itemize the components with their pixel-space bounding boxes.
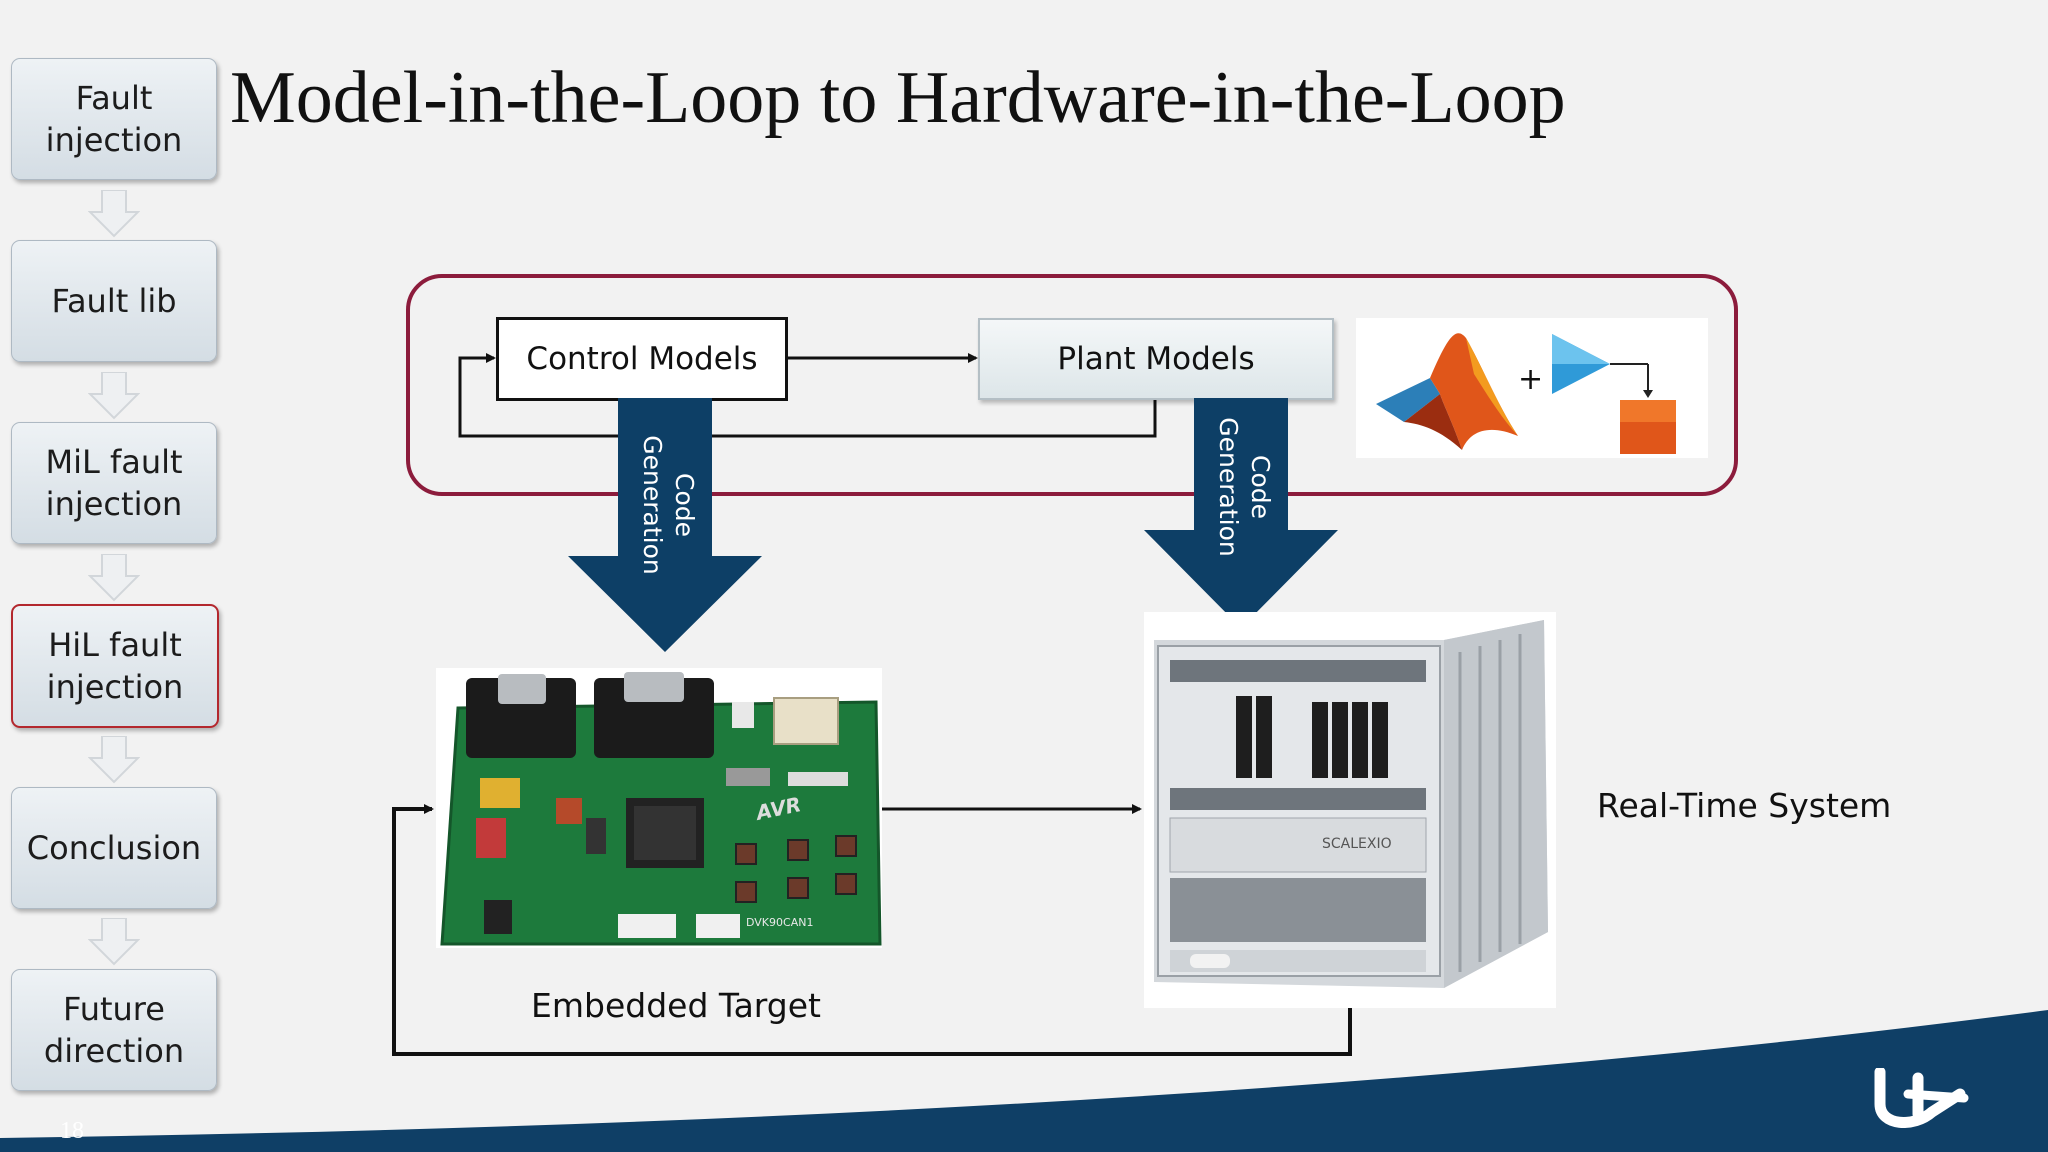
simulink-logo-icon xyxy=(1552,334,1676,454)
code-generation-arrow-left xyxy=(568,398,762,652)
chevron-down-icon xyxy=(88,372,140,420)
nav-item-conclusion[interactable]: Conclusion xyxy=(11,787,217,909)
university-logo xyxy=(1874,1068,1969,1128)
page-title: Model-in-the-Loop to Hardware-in-the-Loo… xyxy=(230,57,1566,139)
page-number: 18 xyxy=(60,1118,84,1144)
matlab-simulink-logos: + xyxy=(1356,318,1708,458)
nav-item-future-direction[interactable]: Future direction xyxy=(11,969,217,1091)
hil-brand-text: SCALEXIO xyxy=(1322,836,1392,852)
chevron-down-icon xyxy=(88,918,140,966)
plant-models-block: Plant Models xyxy=(978,318,1334,400)
control-models-block: Control Models xyxy=(496,317,788,401)
plus-sign: + xyxy=(1518,362,1544,397)
code-generation-label-right: Code Generation xyxy=(1214,417,1275,557)
matlab-logo-icon xyxy=(1376,333,1518,450)
code-generation-label-left: Code Generation xyxy=(638,435,699,575)
nav-item-hil-fault-injection[interactable]: HiL fault injection xyxy=(11,604,219,728)
chevron-down-icon xyxy=(88,736,140,784)
nav-item-mil-fault-injection[interactable]: MiL fault injection xyxy=(11,422,217,544)
embedded-target-caption: Embedded Target xyxy=(531,986,821,1025)
board-label-text: DVK90CAN1 xyxy=(746,916,813,929)
chevron-down-icon xyxy=(88,190,140,238)
real-time-system-image: SCALEXIO xyxy=(1144,612,1556,1008)
nav-item-fault-injection[interactable]: Fault injection xyxy=(11,58,217,180)
real-time-system-caption: Real-Time System xyxy=(1597,786,1892,825)
embedded-target-board-image: AVR DVK90CAN1 xyxy=(436,668,882,948)
model-loop-frame xyxy=(406,274,1738,496)
chevron-down-icon xyxy=(88,554,140,602)
nav-item-fault-lib[interactable]: Fault lib xyxy=(11,240,217,362)
code-generation-arrow-right xyxy=(1144,398,1338,628)
